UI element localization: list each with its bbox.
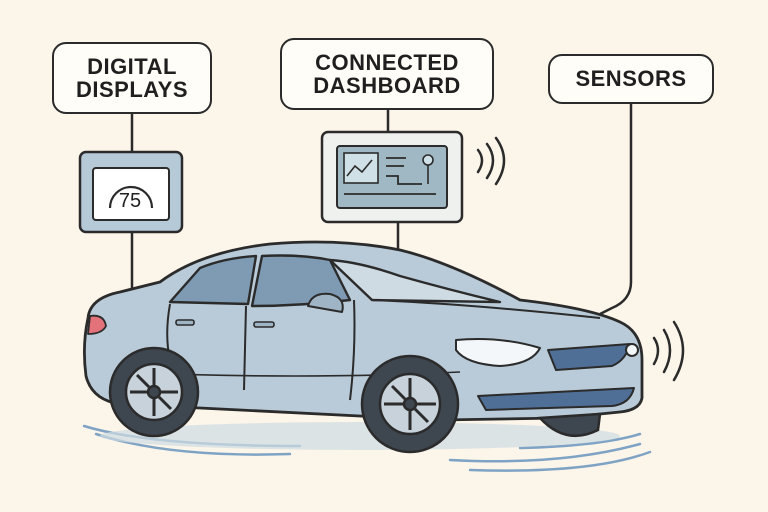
wifi-signal-icon (476, 136, 506, 186)
front-wheel (360, 354, 460, 454)
label-sensors: SENSORS (548, 54, 714, 104)
hidden-wheel (537, 412, 602, 438)
digital-display-device (78, 150, 184, 234)
rear-wheel (108, 346, 200, 438)
label-line: CONNECTED (315, 49, 459, 75)
connector-sensors (599, 104, 633, 316)
speedometer-icon (108, 185, 154, 209)
label-line: DIGITAL (87, 53, 177, 79)
dashboard-device (320, 130, 464, 224)
car-body (83, 240, 644, 422)
label-connected-dashboard: CONNECTED DASHBOARD (280, 38, 494, 110)
label-line: DISPLAYS (75, 77, 188, 102)
gauge-value: 75 (118, 190, 142, 212)
label-digital-displays: DIGITAL DISPLAYS (52, 42, 212, 114)
label-line: DASHBOARD (313, 73, 461, 98)
headlight (455, 338, 541, 367)
label-line: SENSORS (575, 66, 687, 92)
wifi-signal-icon (652, 320, 685, 382)
taillight (87, 314, 107, 335)
car-shadow (100, 422, 620, 450)
